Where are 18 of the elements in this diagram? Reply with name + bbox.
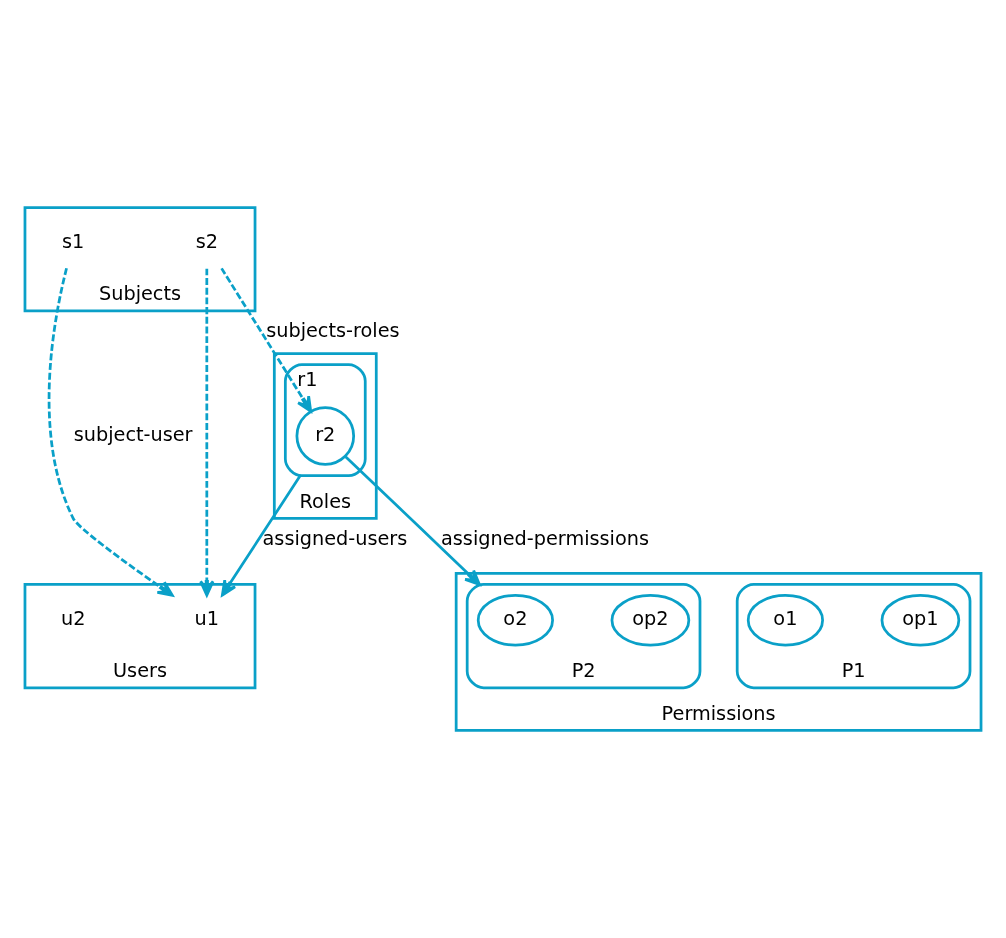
node-text: u1	[194, 607, 220, 631]
edge-label: assigned-users	[262, 526, 408, 550]
node-ellipse: op1	[880, 594, 961, 647]
arrow	[199, 268, 215, 597]
arrow	[344, 455, 481, 586]
node-text: s2	[195, 230, 218, 254]
node-ellipse: o2	[476, 594, 554, 647]
arrow	[47, 267, 174, 597]
arrow	[220, 267, 313, 413]
node-ellipse: o1	[746, 594, 824, 647]
edge-label: subject-user	[73, 423, 193, 447]
arrow	[221, 474, 302, 597]
edge-label: assigned-permissions	[441, 526, 649, 550]
node-text: u2	[60, 607, 86, 631]
node-circle: r2	[295, 406, 356, 466]
edge-label: subjects-roles	[266, 319, 400, 343]
node-ellipse: op2	[610, 594, 691, 647]
node-text: s1	[62, 230, 85, 254]
